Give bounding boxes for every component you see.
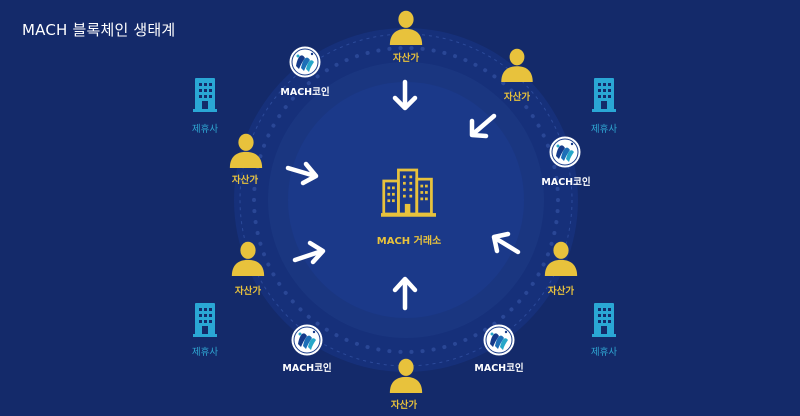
investor-label: 자산가: [234, 286, 262, 297]
page-title: MACH 블록체인 생태계: [22, 21, 176, 39]
mach-coin-icon: [549, 136, 581, 168]
coin-label: MACH코인: [541, 177, 591, 188]
arrow-up-left-icon: [491, 231, 521, 255]
mach-coin-icon: [289, 46, 321, 78]
partner-label: 제휴사: [590, 124, 618, 135]
arrow-down-left-icon: [469, 113, 497, 139]
investor-label: 자산가: [231, 175, 259, 186]
investor-label: 자산가: [392, 53, 420, 64]
coin-label: MACH코인: [280, 87, 330, 98]
partner-label: 제휴사: [191, 124, 219, 135]
coin-label: MACH코인: [474, 363, 524, 374]
investor-label: 자산가: [547, 286, 575, 297]
outer-ring-dotted: [252, 46, 560, 354]
mach-coin-icon: [291, 324, 323, 356]
exchange-label: MACH 거래소: [376, 236, 442, 247]
investor-label: 자산가: [503, 92, 531, 103]
person-icon: [389, 10, 423, 45]
building-icon: [193, 303, 217, 337]
arrow-up-icon: [392, 276, 418, 311]
inner-ring: [288, 82, 524, 318]
arrow-down-icon: [392, 79, 418, 111]
building-icon: [592, 303, 616, 337]
building-icon: [193, 78, 217, 112]
mach-coin-icon: [483, 324, 515, 356]
partner-label: 제휴사: [191, 347, 219, 358]
arrow-right-icon: [285, 161, 319, 186]
building-icon: [592, 78, 616, 112]
coin-label: MACH코인: [282, 363, 332, 374]
partner-label: 제휴사: [590, 347, 618, 358]
arrow-right-icon: [292, 240, 326, 265]
investor-label: 자산가: [390, 400, 418, 411]
